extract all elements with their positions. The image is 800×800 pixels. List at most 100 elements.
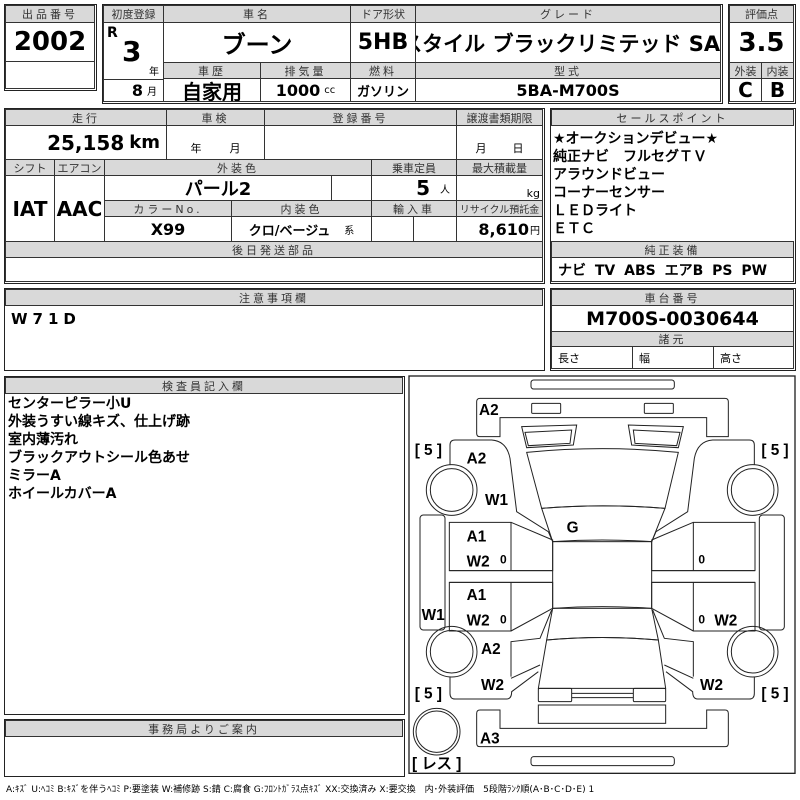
inspection-month-unit: 月 [229, 142, 241, 155]
first-reg-year: R 3 年 [103, 22, 164, 80]
ext-color: パール2 [104, 175, 332, 201]
damage-mark: 0 [500, 552, 507, 566]
later-parts [5, 257, 543, 282]
tire-tread-rear-right: [ 5 ] [761, 685, 788, 702]
chassis-box: 車台番号 M700S-0030644 諸元 長さ 幅 高さ [550, 288, 796, 371]
deadline-month-unit: 月 [475, 142, 487, 155]
taillight-left [537, 687, 573, 703]
later-parts-header: 後日発送部品 [5, 241, 543, 258]
diagram-frame [408, 375, 796, 774]
lot-box: 出品番号 2002 [4, 4, 97, 91]
ext-header: 外装 [729, 62, 762, 79]
car-name-header: 車名 [163, 5, 351, 23]
damage-mark: G [567, 519, 579, 536]
chassis-number: M700S-0030644 [551, 305, 794, 332]
aircon-header: エアコン [54, 159, 105, 176]
recycle-value: 8,610 [478, 219, 529, 239]
sales-points-box: セールスポイント ★オークションデビュー★ 純正ナビ フルセグＴＶ アラウンドビ… [550, 108, 796, 284]
transfer-deadline-header: 譲渡書類期限 [456, 109, 543, 126]
sales-point: コーナーセンサー [553, 185, 665, 201]
rear-wheel-left-inner [429, 629, 474, 674]
displacement-value: 1000 [275, 80, 321, 100]
left-side [419, 439, 554, 700]
front-fender-left [449, 439, 554, 542]
windshield [540, 505, 666, 543]
tire-tread-front-right: [ 5 ] [761, 442, 788, 459]
damage-mark: A2 [479, 402, 499, 419]
mileage-value: 25,158 [47, 130, 125, 155]
inspector-header: 検査員記入欄 [5, 377, 403, 394]
headlight-left [531, 402, 562, 414]
rear-hatch [537, 637, 667, 689]
tire-tread-front-left: [ 5 ] [415, 442, 442, 459]
fuel-header: 燃料 [350, 62, 416, 79]
grade-header: グレード [415, 5, 721, 23]
recycle-header: リサイクル預託金 [456, 200, 543, 217]
taillight-right [632, 687, 667, 703]
inspection-date: 年月 [166, 125, 265, 160]
reg-number [264, 125, 457, 160]
damage-mark: W2 [467, 613, 490, 630]
import-b [413, 216, 457, 242]
sales-point: 純正ナビ フルセグＴＶ [553, 149, 707, 165]
sales-point: ＬＥＤライト [553, 203, 637, 219]
damage-mark: W2 [481, 677, 504, 694]
transfer-deadline: 月日 [456, 125, 543, 160]
front-wheel-left-inner [429, 468, 474, 512]
int-color-suffix: 系 [344, 225, 355, 237]
lot-number: 2002 [5, 22, 95, 62]
rear-bumper [476, 709, 729, 748]
notes-text: W71D [11, 310, 81, 328]
score-value: 3.5 [729, 22, 794, 63]
damage-mark: W1 [422, 607, 445, 624]
capacity-value: 5 [416, 176, 430, 200]
color-no-header: カラーNo. [104, 200, 232, 217]
lot-header: 出品番号 [5, 5, 95, 23]
damage-diagram: [ 5 ] [ 5 ] [ 5 ] [ 5 ] [ レス ] A2 A2 W1 … [408, 375, 796, 774]
history: 自家用 [163, 78, 261, 102]
displacement-header: 排気量 [260, 62, 351, 79]
ext-color-header: 外装色 [104, 159, 372, 176]
inspector-comment: 外装うすい線キズ、仕上げ跡 [8, 414, 190, 430]
inspection-header: 車検 [166, 109, 265, 126]
damage-mark: 0 [698, 552, 705, 566]
era: R [107, 25, 118, 41]
notes-box: 注意事項欄 W71D [4, 288, 545, 371]
mileage-unit: km [129, 132, 160, 153]
inspector-comments: センターピラー小U 外装うすい線キズ、仕上げ跡 室内薄汚れ ブラックアウトシール… [8, 395, 190, 503]
inspector-box: 検査員記入欄 センターピラー小U 外装うすい線キズ、仕上げ跡 室内薄汚れ ブラッ… [4, 376, 405, 715]
aircon: AAC [54, 175, 105, 242]
rear-quarter-left [449, 609, 553, 700]
inspector-comment: ブラックアウトシール色あせ [8, 450, 190, 466]
grille-right [627, 424, 684, 449]
inspector-comment: ホイールカバーA [8, 486, 117, 502]
reg-number-header: 登録番号 [264, 109, 457, 126]
shift: IAT [5, 175, 55, 242]
sales-points-list: ★オークションデビュー★ 純正ナビ フルセグＴＶ アラウンドビュー コーナーセン… [553, 130, 718, 238]
spec-height: 高さ [713, 346, 794, 369]
sales-points-header: セールスポイント [551, 109, 794, 126]
rocker-left [419, 514, 446, 631]
int-color-header: 内装色 [231, 200, 372, 217]
rear-door-left [448, 581, 554, 632]
shift-header: シフト [5, 159, 55, 176]
import-a [371, 216, 414, 242]
spare-tire-status: [ レス ] [412, 755, 461, 772]
month-unit: 月 [147, 87, 157, 98]
front-bumper-bar [530, 379, 675, 390]
rear-panel [537, 704, 667, 724]
model-header: 型式 [415, 62, 721, 79]
score-header: 評価点 [729, 5, 794, 23]
inspection-year-unit: 年 [190, 142, 202, 155]
damage-mark: 0 [500, 612, 507, 626]
damage-mark: W2 [467, 554, 490, 571]
max-load: kg [456, 175, 543, 201]
capacity-header: 乗車定員 [371, 159, 457, 176]
front-bumper [476, 397, 729, 438]
